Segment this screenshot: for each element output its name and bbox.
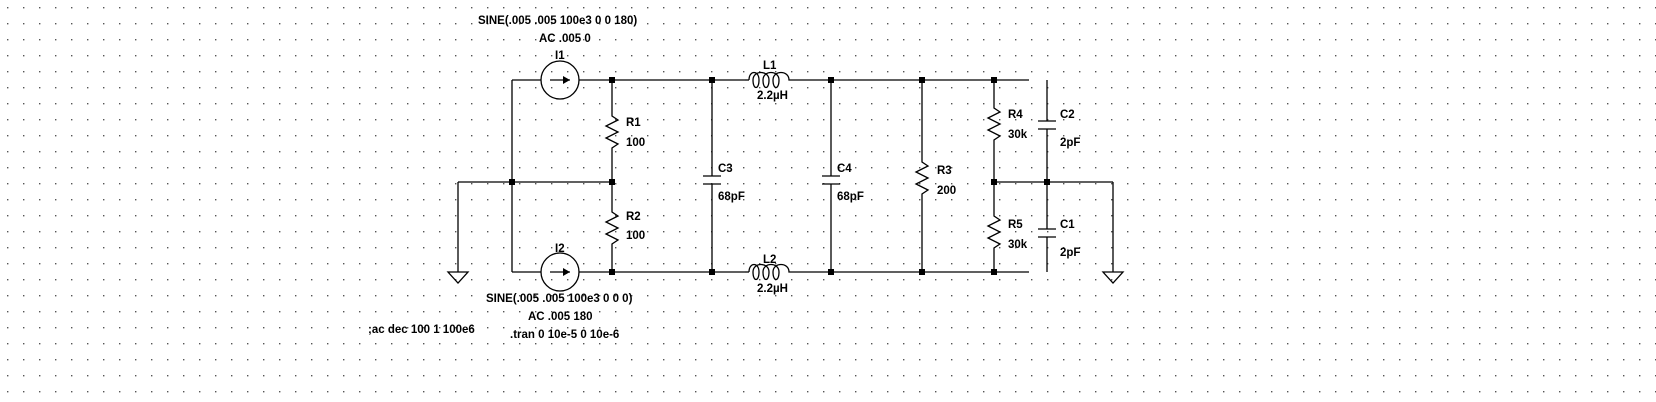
resistor-r2[interactable] (604, 208, 620, 246)
l2-value-label[interactable]: 2.2µH (757, 283, 788, 295)
l1-name-label[interactable]: L1 (763, 60, 777, 72)
tran-directive[interactable]: .tran 0 10e-5 0 10e-6 (510, 329, 619, 341)
i1-name-label[interactable]: I1 (555, 50, 565, 62)
spice-directives[interactable]: ;ac dec 100 1 100e6 .tran 0 10e-5 0 10e-… (368, 324, 619, 341)
capacitor-c1[interactable] (1038, 228, 1056, 238)
inductor-l1[interactable] (745, 71, 793, 89)
capacitor-c4[interactable] (822, 175, 840, 185)
current-source-i1[interactable] (540, 60, 580, 100)
wires[interactable] (457, 79, 1114, 273)
i2-value-label[interactable]: SINE(.005 .005 100e3 0 0 0) (486, 293, 633, 305)
c1-name-label[interactable]: C1 (1060, 219, 1075, 231)
c2-name-label[interactable]: C2 (1060, 109, 1075, 121)
r2-name-label[interactable]: R2 (626, 211, 641, 223)
l1-value-label[interactable]: 2.2µH (757, 90, 788, 102)
r3-name-label[interactable]: R3 (937, 165, 952, 177)
c3-name-label[interactable]: C3 (718, 163, 733, 175)
current-source-i2[interactable] (540, 252, 580, 292)
i2-ac-label[interactable]: AC .005 180 (528, 311, 593, 323)
l2-name-label[interactable]: L2 (763, 254, 776, 266)
component-labels[interactable]: SINE(.005 .005 100e3 0 0 180) AC .005 0 … (478, 15, 1080, 323)
ground-icon[interactable] (1101, 271, 1125, 284)
junction-dots (509, 77, 1050, 275)
ground-icon[interactable] (446, 271, 470, 284)
r5-name-label[interactable]: R5 (1008, 219, 1023, 231)
ac-directive[interactable]: ;ac dec 100 1 100e6 (368, 324, 475, 336)
resistor-r5[interactable] (986, 212, 1002, 250)
i1-value-label[interactable]: SINE(.005 .005 100e3 0 0 180) (478, 15, 637, 27)
r1-name-label[interactable]: R1 (626, 117, 641, 129)
resistor-r3[interactable] (914, 158, 930, 196)
r1-value-label[interactable]: 100 (626, 137, 645, 149)
r4-value-label[interactable]: 30k (1008, 129, 1028, 141)
r2-value-label[interactable]: 100 (626, 230, 645, 242)
c2-value-label[interactable]: 2pF (1060, 137, 1080, 149)
resistor-r1[interactable] (604, 112, 620, 150)
i2-name-label[interactable]: I2 (555, 243, 565, 255)
i1-ac-label[interactable]: AC .005 0 (539, 33, 591, 45)
c3-value-label[interactable]: 68pF (718, 191, 745, 203)
c4-name-label[interactable]: C4 (837, 163, 852, 175)
resistor-r4[interactable] (986, 104, 1002, 142)
capacitor-c3[interactable] (703, 175, 721, 185)
capacitor-c2[interactable] (1038, 120, 1056, 130)
c1-value-label[interactable]: 2pF (1060, 247, 1080, 259)
c4-value-label[interactable]: 68pF (837, 191, 864, 203)
r4-name-label[interactable]: R4 (1008, 109, 1023, 121)
inductor-l2[interactable] (745, 263, 793, 281)
r3-value-label[interactable]: 200 (937, 185, 956, 197)
r5-value-label[interactable]: 30k (1008, 239, 1028, 251)
